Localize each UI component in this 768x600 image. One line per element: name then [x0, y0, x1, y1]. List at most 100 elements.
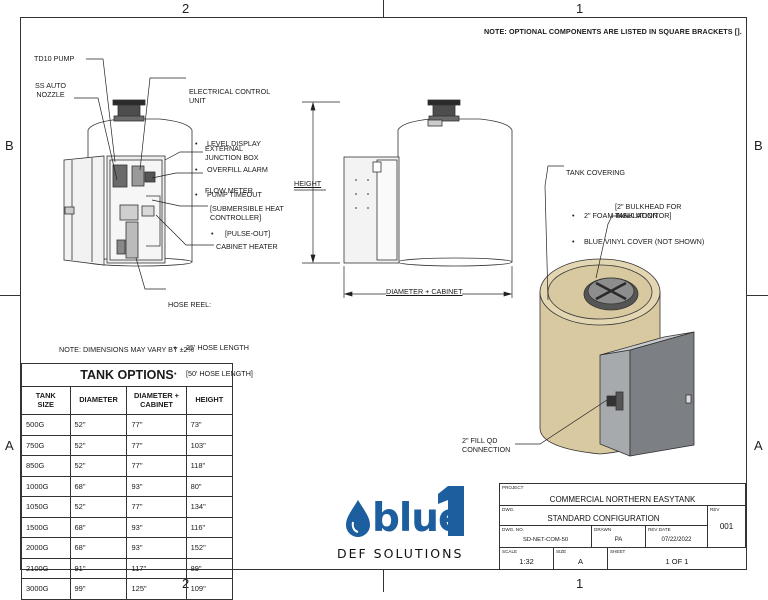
label-cabinet-heater: CABINET HEATER	[216, 242, 278, 251]
table-cell: 117"	[126, 557, 187, 579]
table-cell: 118"	[185, 455, 234, 477]
list-item: LEVEL DISPLAY	[189, 139, 270, 149]
zone-divider-bottom	[383, 570, 384, 592]
list-item: 2" FOAM INSULATION	[566, 212, 704, 221]
water-drop-icon	[346, 486, 464, 537]
label-hose-reel-title: HOSE REEL:	[168, 300, 212, 310]
side-view-tank	[343, 99, 513, 267]
column-header-diameter-cabinet: DIAMETER + CABINET	[126, 386, 187, 415]
label-bulkhead-tank-monitor: [2" BULKHEAD FOR TANK MONITOR]	[615, 202, 682, 220]
table-cell: 52"	[69, 434, 128, 456]
list-item: PUMP TIMEOUT	[189, 191, 270, 200]
tank-options-title: TANK OPTIONS	[21, 363, 233, 387]
zone-label-right-b: B	[754, 138, 763, 153]
height-dimension	[294, 101, 340, 264]
flow-meter-list: [PULSE-OUT]	[205, 213, 270, 256]
blue1-logo: blue DEF SOLUTIONS	[337, 484, 474, 564]
caption: DRAWN	[594, 527, 612, 532]
table-cell: 80"	[185, 475, 234, 497]
table-cell: 1000G	[21, 475, 71, 497]
title-block-drawn: DRAWN PA	[592, 526, 646, 548]
table-cell: 750G	[21, 434, 71, 456]
table-cell: 52"	[69, 414, 128, 436]
zone-divider-right	[747, 295, 768, 296]
label-external-junction-box: EXTERNAL JUNCTION BOX	[205, 144, 259, 162]
table-cell: 77"	[126, 455, 187, 477]
title-block: PROJECT COMMERCIAL NORTHERN EASYTANK DWG…	[499, 483, 747, 570]
table-cell: 68"	[69, 516, 128, 538]
front-view-leaders	[74, 58, 214, 290]
tank-covering-list: 2" FOAM INSULATION BLUE VINYL COVER (NOT…	[566, 195, 704, 264]
zone-label-bottom-1: 1	[576, 576, 584, 591]
table-cell: 52"	[69, 455, 128, 477]
zone-divider-top	[383, 0, 384, 17]
label-fill-qd-connection: 2" FILL QD CONNECTION	[462, 436, 511, 454]
table-cell: 93"	[126, 475, 187, 497]
list-item: OVERFILL ALARM	[189, 165, 270, 175]
table-cell: 125"	[126, 578, 187, 600]
caption: REV	[710, 507, 720, 512]
table-cell: 3000G	[21, 578, 71, 600]
table-cell: 68"	[69, 537, 128, 559]
list-item: BLUE VINYL COVER (NOT SHOWN)	[566, 237, 704, 247]
table-cell: 77"	[126, 496, 187, 518]
label-electrical-control-title: ELECTRICAL CONTROL UNIT	[189, 87, 271, 105]
label-electrical-control-unit: ELECTRICAL CONTROL UNIT LEVEL DISPLAY OV…	[189, 71, 270, 226]
project-name: COMMERCIAL NORTHERN EASYTANK	[549, 495, 696, 504]
label-flow-meter-title: FLOW METER	[205, 186, 253, 196]
zone-label-left-b: B	[5, 138, 14, 153]
table-cell: 91"	[69, 557, 128, 579]
table-cell: 109"	[185, 578, 234, 600]
title-block-size: SIZE A	[554, 548, 608, 569]
revision-date: 07/22/2022	[661, 537, 692, 543]
sheet-number: 1 OF 1	[665, 557, 689, 566]
table-cell: 850G	[21, 455, 71, 477]
table-cell: 1500G	[21, 516, 71, 538]
drawing-number: SD-NET-COM-50	[522, 537, 569, 543]
table-cell: 77"	[126, 434, 187, 456]
drawing-border	[20, 17, 747, 570]
zone-divider-left	[0, 295, 20, 296]
table-cell: 2000G	[21, 537, 71, 559]
column-header-height: HEIGHT	[185, 386, 234, 415]
table-cell: 89"	[185, 557, 234, 579]
table-cell: 152"	[185, 537, 234, 559]
caption: SHEET	[610, 549, 626, 554]
zone-label-right-a: A	[754, 438, 763, 453]
zone-label-top-2: 2	[182, 1, 190, 16]
column-header-diameter: DIAMETER	[69, 386, 128, 415]
caption: DWG. NO.	[502, 527, 524, 532]
table-cell: 93"	[126, 537, 187, 559]
table-cell: 73"	[185, 414, 234, 436]
logo-wordmark: blue	[372, 496, 465, 541]
label-flow-meter: FLOW METER [PULSE-OUT]	[205, 170, 270, 265]
table-cell: 52"	[69, 496, 128, 518]
zone-label-left-a: A	[5, 438, 14, 453]
title-block-rev: REV 001	[708, 506, 746, 548]
caption: DWG.	[502, 507, 515, 512]
caption: SCALE	[502, 549, 518, 554]
label-td10-pump: TD10 PUMP	[34, 54, 75, 63]
label-submersible-heat-controller: [SUBMERSIBLE HEAT CONTROLLER]	[210, 204, 284, 222]
table-cell: 93"	[126, 516, 187, 538]
title-block-dwg: DWG. STANDARD CONFIGURATION	[500, 506, 708, 526]
electrical-control-list: LEVEL DISPLAY OVERFILL ALARM PUMP TIMEOU…	[189, 123, 270, 218]
table-cell: 116"	[185, 516, 234, 538]
table-cell: 1050G	[21, 496, 71, 518]
drawing-title: STANDARD CONFIGURATION	[547, 514, 660, 523]
label-tank-covering-title: TANK COVERING	[566, 168, 625, 178]
title-block-sheet: SHEET 1 OF 1	[608, 548, 746, 569]
table-cell: 103"	[185, 434, 234, 456]
title-block-project: PROJECT COMMERCIAL NORTHERN EASYTANK	[500, 484, 746, 506]
scale: 1:32	[519, 557, 534, 566]
caption: SIZE	[556, 549, 567, 554]
